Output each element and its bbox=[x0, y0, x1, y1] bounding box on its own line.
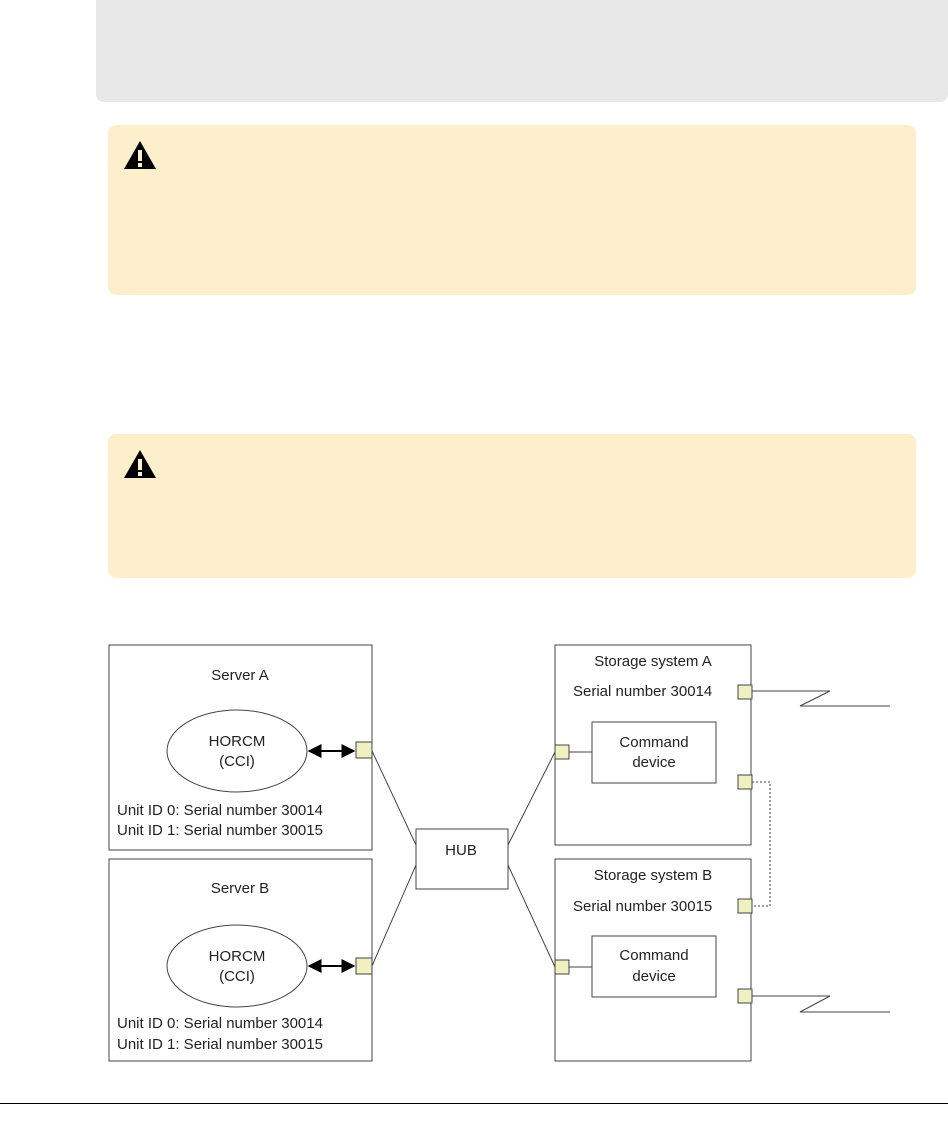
storage-b-host-port bbox=[554, 959, 570, 975]
storage-b-cmd-sublabel: device bbox=[632, 968, 675, 985]
server-a-horcm-ellipse bbox=[166, 709, 308, 793]
note-box bbox=[96, 0, 948, 102]
link-hub-storage-a bbox=[507, 751, 556, 846]
server-a-box: Server A HORCM (CCI) Unit ID 0: Serial n… bbox=[108, 644, 373, 851]
storage-pair-link bbox=[752, 781, 771, 907]
hub-box: HUB bbox=[415, 828, 509, 890]
storage-a-remote-link bbox=[752, 690, 890, 707]
server-b-port bbox=[355, 957, 373, 975]
storage-a-cmd-sublabel: device bbox=[632, 754, 675, 771]
storage-a-box: Storage system A Serial number 30014 Com… bbox=[554, 644, 890, 846]
storage-b-pair-port bbox=[737, 898, 753, 914]
warning-triangle-icon bbox=[124, 141, 156, 169]
warning-triangle-icon bbox=[124, 450, 156, 478]
server-a-horcm-label: HORCM bbox=[209, 733, 266, 750]
storage-b-command-device bbox=[591, 935, 717, 998]
caution-box-2 bbox=[108, 434, 916, 578]
server-a-title: Server A bbox=[211, 667, 269, 684]
server-b-horcm-sublabel: (CCI) bbox=[219, 968, 255, 985]
link-server-a-hub bbox=[371, 750, 417, 846]
server-b-unit0: Unit ID 0: Serial number 30014 bbox=[117, 1015, 323, 1032]
server-a-unit0: Unit ID 0: Serial number 30014 bbox=[117, 802, 323, 819]
server-a-unit1: Unit ID 1: Serial number 30015 bbox=[117, 822, 323, 839]
server-a-port bbox=[355, 741, 373, 759]
storage-a-pair-port bbox=[737, 774, 753, 790]
link-server-b-hub bbox=[371, 864, 417, 967]
server-b-title: Server B bbox=[211, 880, 269, 897]
footer-rule bbox=[0, 1103, 948, 1104]
storage-a-serial: Serial number 30014 bbox=[573, 683, 712, 700]
storage-b-title: Storage system B bbox=[594, 867, 712, 884]
hub-label: HUB bbox=[445, 842, 477, 859]
storage-b-box: Storage system B Serial number 30015 Com… bbox=[554, 858, 890, 1062]
storage-a-command-device bbox=[591, 721, 717, 784]
storage-a-cmd-label: Command bbox=[619, 734, 688, 751]
storage-b-remote-link bbox=[752, 995, 890, 1013]
server-a-horcm-sublabel: (CCI) bbox=[219, 753, 255, 770]
link-hub-storage-b bbox=[507, 864, 556, 968]
server-b-horcm-ellipse bbox=[166, 924, 308, 1008]
caution-box-1 bbox=[108, 125, 916, 295]
storage-b-serial: Serial number 30015 bbox=[573, 898, 712, 915]
storage-a-remote-port bbox=[737, 684, 753, 700]
server-b-unit1: Unit ID 1: Serial number 30015 bbox=[117, 1036, 323, 1053]
storage-a-host-port bbox=[554, 744, 570, 760]
server-b-horcm-label: HORCM bbox=[209, 948, 266, 965]
server-b-box: Server B HORCM (CCI) Unit ID 0: Serial n… bbox=[108, 858, 373, 1062]
storage-b-cmd-label: Command bbox=[619, 947, 688, 964]
storage-a-title: Storage system A bbox=[594, 653, 712, 670]
storage-b-remote-port bbox=[737, 988, 753, 1004]
